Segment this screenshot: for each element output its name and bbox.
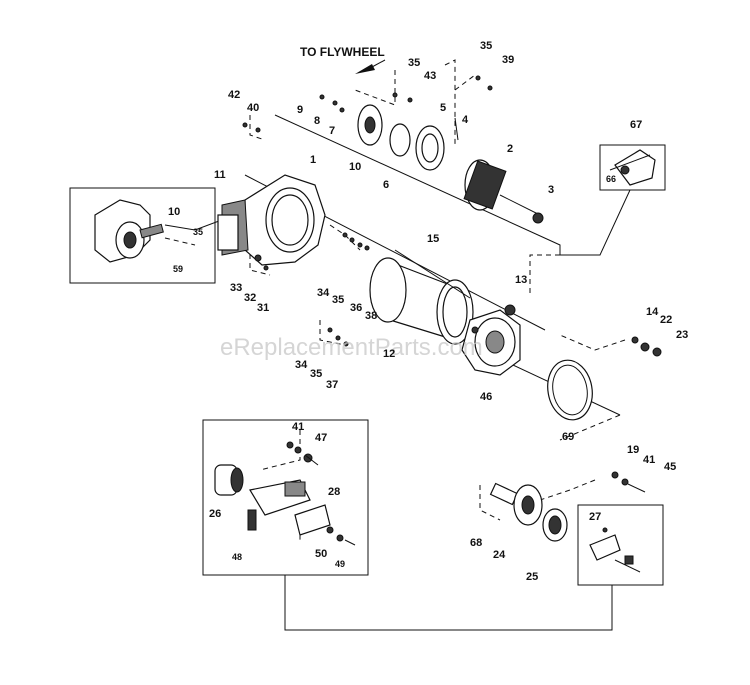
callout-50: 50 xyxy=(315,548,327,560)
flywheel-arrow xyxy=(355,59,386,74)
callout-34-lower: 34 xyxy=(295,359,308,371)
detail-inset-top-right xyxy=(599,144,666,191)
callout-25: 25 xyxy=(526,571,538,583)
callout-8: 8 xyxy=(314,115,320,127)
rear-bearing-carrier xyxy=(461,304,521,376)
callout-32: 32 xyxy=(244,292,256,304)
callout-11: 11 xyxy=(214,169,226,181)
callout-33: 33 xyxy=(230,282,242,294)
callout-14: 14 xyxy=(646,306,659,318)
callout-68: 68 xyxy=(470,537,482,549)
detail-inset-left xyxy=(69,187,216,284)
callout-38: 38 xyxy=(365,310,377,322)
callout-35-stator: 35 xyxy=(332,294,344,306)
callout-24: 24 xyxy=(493,549,506,561)
hardware-right xyxy=(631,336,662,357)
callout-13: 13 xyxy=(515,274,527,286)
stator-cylinder xyxy=(327,232,474,347)
callout-67: 67 xyxy=(630,119,642,131)
callout-37: 37 xyxy=(326,379,338,391)
callout-4: 4 xyxy=(462,114,469,126)
callout-35-detail: 35 xyxy=(193,227,203,237)
watermark-text: eReplacementParts.com xyxy=(220,334,483,361)
callout-66: 66 xyxy=(606,174,616,184)
callout-45: 45 xyxy=(664,461,676,473)
callout-6: 6 xyxy=(383,179,389,191)
callout-59: 59 xyxy=(173,264,183,274)
callout-26: 26 xyxy=(209,508,221,520)
detail-inset-bottom-right xyxy=(577,504,664,586)
callout-42: 42 xyxy=(228,89,240,101)
callout-49: 49 xyxy=(335,559,345,569)
callout-39: 39 xyxy=(502,54,514,66)
callout-31: 31 xyxy=(257,302,269,314)
callout-35-mid: 35 xyxy=(408,57,420,69)
callout-28: 28 xyxy=(328,486,340,498)
small-hardware-top xyxy=(242,75,493,141)
callout-23: 23 xyxy=(676,329,688,341)
callout-41-right: 41 xyxy=(643,454,655,466)
bearing-rings xyxy=(357,104,445,171)
callout-46: 46 xyxy=(480,391,492,403)
callout-22: 22 xyxy=(660,314,672,326)
flywheel-label: TO FLYWHEEL xyxy=(300,45,385,59)
callout-15: 15 xyxy=(427,233,439,245)
callout-10: 10 xyxy=(349,161,361,173)
callout-35-top: 35 xyxy=(480,40,492,52)
callout-1: 1 xyxy=(310,154,316,166)
callout-34-upper: 34 xyxy=(317,287,330,299)
bottom-right-parts xyxy=(489,471,646,542)
callout-35-lower: 35 xyxy=(310,368,322,380)
callout-19: 19 xyxy=(627,444,639,456)
callout-36: 36 xyxy=(350,302,362,314)
callout-9: 9 xyxy=(297,104,303,116)
callout-40: 40 xyxy=(247,102,259,114)
callout-43: 43 xyxy=(424,70,436,82)
callout-2: 2 xyxy=(507,143,513,155)
rotor-shaft-part xyxy=(463,159,544,224)
callout-7: 7 xyxy=(329,125,335,137)
gasket-ring xyxy=(547,359,593,421)
callout-12: 12 xyxy=(383,348,395,360)
callout-48: 48 xyxy=(232,552,242,562)
callout-41-bracket: 41 xyxy=(292,421,304,433)
callout-5: 5 xyxy=(440,102,446,114)
callout-69: 69 xyxy=(562,431,574,443)
callout-47: 47 xyxy=(315,432,327,444)
callout-labels: 1 2 3 4 5 6 7 8 9 10 10 11 12 13 14 15 1… xyxy=(168,40,688,583)
detail-inset-bottom-left xyxy=(202,419,369,576)
callout-10-detail: 10 xyxy=(168,206,180,218)
callout-3: 3 xyxy=(548,184,554,196)
callout-27: 27 xyxy=(589,511,601,523)
end-bell-housing xyxy=(217,174,326,271)
